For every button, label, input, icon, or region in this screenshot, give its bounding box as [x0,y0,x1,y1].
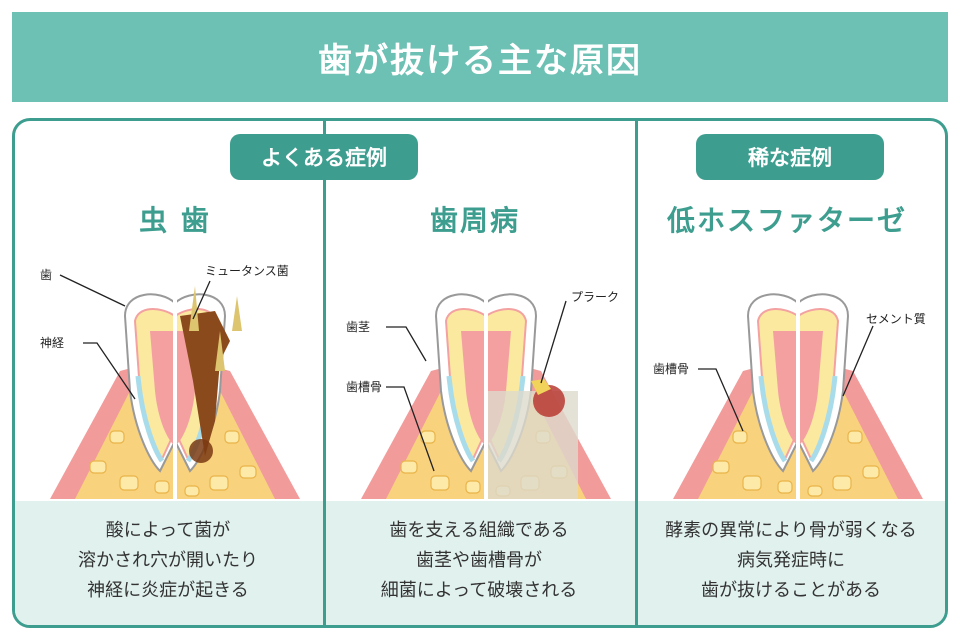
label-gum: 歯茎 [346,320,370,334]
description-line: 歯茎や歯槽骨が [416,550,542,571]
column-title-periodontal: 歯周病 [429,204,520,237]
plaque [531,379,551,395]
column-divider [323,121,326,625]
periodontal-diagram: 歯茎 歯槽骨 プラーク [346,261,619,501]
description-line: 溶かされ穴が開いたり [78,550,258,571]
page-title: 歯が抜ける主な原因 [318,40,642,81]
label-alveolar-bone: 歯槽骨 [653,362,689,376]
hypophosphatasia-description: 酵素の異常により骨が弱くなる 病気発症時に 歯が抜けることがある [638,516,944,606]
description-line: 歯が抜けることがある [701,580,881,601]
column-title-cavity: 虫 歯 [139,204,211,237]
cavity-description: 酸によって菌が 溶かされ穴が開いたり 神経に炎症が起きる [15,516,321,606]
periodontal-description: 歯を支える組織である 歯茎や歯槽骨が 細菌によって破壊される [326,516,632,606]
hypophosphatasia-diagram: 歯槽骨 セメント質 [653,261,926,501]
description-band [15,501,945,625]
label-nerve: 神経 [40,336,64,350]
description-line: 酸によって菌が [105,520,231,541]
column-title-hypophosphatasia: 低ホスファターゼ [666,204,907,237]
label-mutans: ミュータンス菌 [205,264,289,278]
bacteria-drops [189,286,242,371]
label-alveolar-bone: 歯槽骨 [346,380,382,394]
description-line: 病気発症時に [737,550,845,571]
common-cases-badge: よくある症例 [230,134,418,180]
header-banner: 歯が抜ける主な原因 [12,12,948,102]
description-line: 歯を支える組織である [389,520,569,541]
description-line: 酵素の異常により骨が弱くなる [665,520,917,541]
description-line: 細菌によって破壊される [380,580,578,601]
description-line: 神経に炎症が起きる [87,580,249,601]
label-cementum: セメント質 [866,311,926,326]
label-tooth: 歯 [40,268,52,282]
label-plaque: プラーク [571,290,619,304]
decay-area [180,311,230,456]
causes-panel: よくある症例 稀な症例 虫 歯 歯周病 低ホスファターゼ 歯 神経 ミュータンス… [12,118,948,628]
bone-loss-area [488,391,578,499]
inflammation-spot [189,439,213,463]
cavity-diagram: 歯 神経 ミュータンス菌 [40,264,323,501]
rare-cases-badge: 稀な症例 [696,134,884,180]
column-divider [635,121,638,625]
